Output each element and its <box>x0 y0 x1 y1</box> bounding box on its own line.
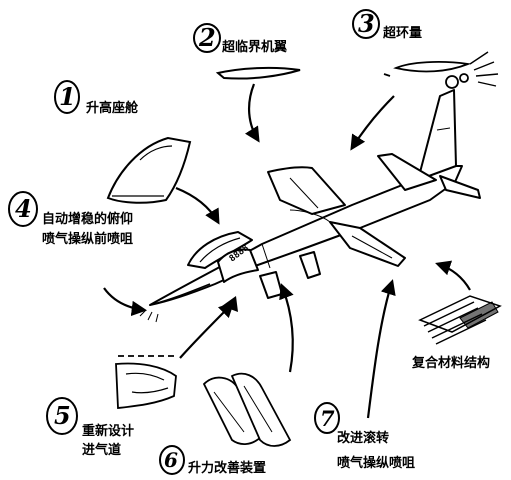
label-supercirculation: 超环量 <box>383 26 423 41</box>
number-circles <box>8 9 380 475</box>
aircraft-tailplane <box>377 153 437 191</box>
item6-number: 6 <box>164 448 178 472</box>
aircraft-canopy <box>187 231 253 269</box>
arrow-canopy-to-cockpit <box>175 186 220 225</box>
aircraft-intake <box>217 248 259 283</box>
composite-sketch <box>418 295 502 345</box>
arrow-roll-nozzle <box>366 279 396 419</box>
arrow-supercirc-to-tail <box>350 95 395 151</box>
label-supercritical-wing: 超临界机翼 <box>222 40 288 55</box>
aircraft-nozzle <box>259 271 283 299</box>
label-intake-line2: 进气道 <box>82 443 122 458</box>
label-composite-structure: 复合材料结构 <box>412 356 491 371</box>
label-roll-nozzle-line2: 喷气操纵喷咀 <box>337 456 416 471</box>
item5-number: 5 <box>54 401 71 430</box>
item2-number: 2 <box>199 23 216 52</box>
arrow-aerofoil-to-wing <box>244 83 260 143</box>
arrow-nozzle-front <box>103 287 148 317</box>
arrow-intake <box>179 301 235 359</box>
arrow-composite <box>435 260 471 291</box>
label-roll-nozzle-line1: 改进滚转 <box>337 431 390 446</box>
lift-devices-sketch <box>202 372 292 447</box>
aircraft <box>139 89 481 323</box>
canopy-sketch <box>106 136 192 204</box>
label-pitch-nozzle-line2: 喷气操纵前喷咀 <box>42 232 134 247</box>
item1-number: 1 <box>59 82 76 111</box>
item4-number: 4 <box>15 194 32 223</box>
label-lift-devices: 升力改善装置 <box>188 461 267 476</box>
label-raised-cockpit: 升高座舱 <box>86 101 139 116</box>
item3-number: 3 <box>358 9 375 38</box>
aircraft-fin <box>417 89 457 181</box>
label-pitch-nozzle-line1: 自动增稳的俯仰 <box>42 212 134 227</box>
intake-sketch <box>115 355 177 410</box>
label-intake-line1: 重新设计 <box>82 424 135 439</box>
supercirculation-sketch <box>383 51 499 89</box>
arrows <box>103 83 471 419</box>
item7-number: 7 <box>320 406 335 431</box>
aircraft-wing-upper <box>267 166 346 215</box>
aerofoil-section <box>215 66 301 80</box>
arrow-lift-devices <box>279 283 294 373</box>
